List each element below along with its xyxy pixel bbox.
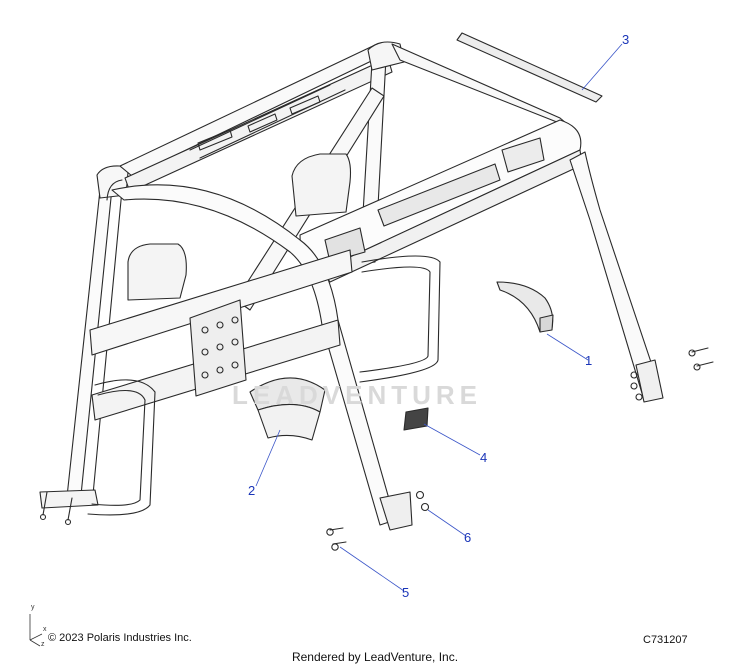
- part-3-strip: [456, 32, 603, 103]
- lower-rear-crossmember: [89, 249, 353, 421]
- right-grab-handle: [359, 255, 441, 383]
- callout-1-label: 1: [585, 353, 593, 368]
- left-grab-handle: [87, 379, 156, 516]
- figure-id: C731207: [643, 634, 688, 646]
- part-4-pad: [403, 407, 429, 431]
- left-foot-bolts: [39, 491, 73, 526]
- render-credit: Rendered by LeadVenture, Inc.: [291, 650, 459, 664]
- leadventure-watermark: LEADVENTURE: [232, 380, 483, 410]
- callout-2[interactable]: 2: [248, 483, 255, 498]
- leader-1: [546, 333, 589, 361]
- leader-5: [339, 546, 405, 592]
- copyright-notice: © 2023 Polaris Industries Inc.: [48, 632, 192, 644]
- top-side-rail: [391, 43, 573, 129]
- front-header-panel: [299, 119, 583, 283]
- callout-3-label: 3: [622, 32, 630, 47]
- top-rear-rail: [119, 44, 393, 193]
- front-foot-nuts: [415, 371, 643, 512]
- part-1-trim-cover: [496, 281, 554, 333]
- axis-label-x: x: [43, 626, 47, 633]
- leader-lines: [255, 43, 623, 592]
- left-seat-headrest: [127, 243, 187, 301]
- axis-label-y: y: [31, 604, 35, 611]
- right-seat-headrest: [291, 153, 352, 217]
- front-hoop: [111, 184, 413, 531]
- right-post-bolts: [688, 347, 714, 371]
- axis-indicator: [29, 614, 43, 647]
- leader-4: [423, 423, 481, 456]
- part-5-bolts: [326, 527, 347, 551]
- front-right-post: [569, 151, 664, 403]
- leader-2: [255, 429, 281, 487]
- callout-6-label: 6: [464, 530, 472, 545]
- part-2-trim-cover: [249, 377, 326, 441]
- axis-label-z: z: [41, 641, 45, 648]
- callout-1[interactable]: 1: [585, 353, 592, 368]
- leader-3: [581, 43, 623, 91]
- leader-6: [427, 509, 467, 537]
- callout-4-label: 4: [480, 450, 488, 465]
- callout-5-label: 5: [402, 585, 410, 600]
- callout-4[interactable]: 4: [480, 450, 487, 465]
- callout-6[interactable]: 6: [464, 530, 471, 545]
- callout-3[interactable]: 3: [622, 32, 629, 47]
- callout-2-label: 2: [248, 483, 256, 498]
- callout-5[interactable]: 5: [402, 585, 409, 600]
